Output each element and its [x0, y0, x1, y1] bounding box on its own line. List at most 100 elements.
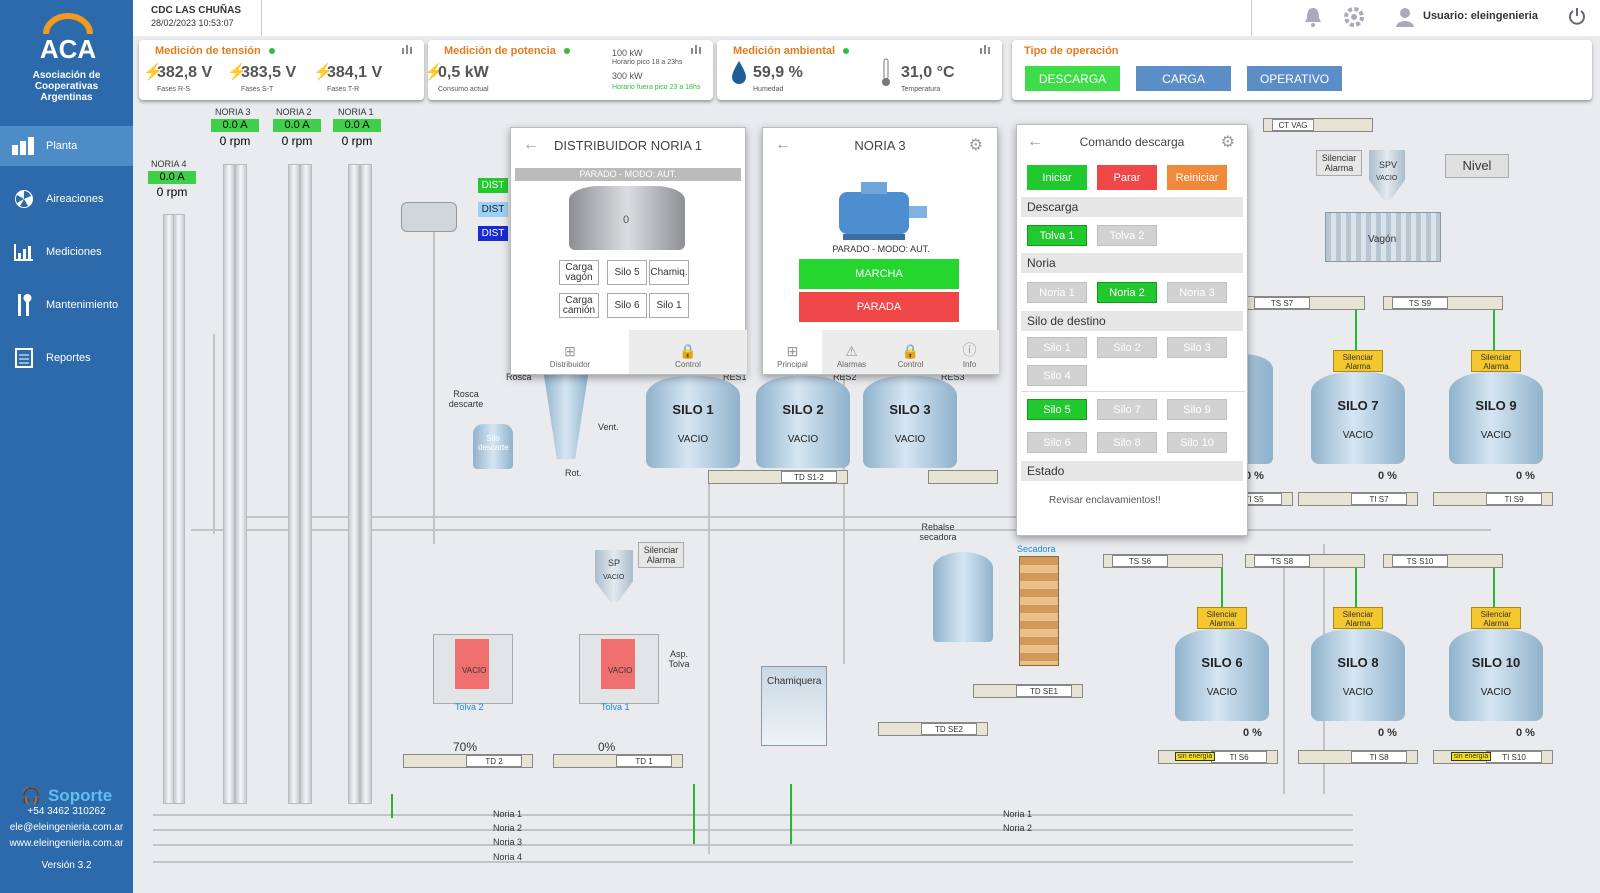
noria1-pipe [348, 164, 360, 804]
silenciar-alarma-sp[interactable]: Silenciar Alarma [638, 542, 684, 568]
nav-aireaciones[interactable]: Aireaciones [0, 179, 133, 219]
rebalse-silo [933, 552, 993, 642]
section-descarga: Descarga [1021, 197, 1243, 217]
support-web[interactable]: www.eleingenieria.com.ar [9, 838, 124, 849]
bell-icon[interactable] [1303, 6, 1323, 28]
gear-icon[interactable]: ⚙ [968, 137, 983, 154]
operativo-button[interactable]: OPERATIVO [1247, 66, 1342, 91]
support-email[interactable]: ele@eleingenieria.com.ar [9, 822, 124, 833]
dist-tag[interactable]: DIST [478, 226, 508, 241]
opt-tolva-2[interactable]: Tolva 2 [1097, 225, 1157, 246]
silenciar-alarma-s9[interactable]: Silenciar Alarma [1471, 350, 1521, 372]
tab-control[interactable]: 🔒Control [881, 330, 940, 374]
opt-silo-8[interactable]: Silo 8 [1097, 432, 1157, 453]
temperature-value: 31,0 °C [901, 64, 955, 81]
chart-small-icon[interactable] [690, 44, 702, 54]
reiniciar-button[interactable]: Reiniciar [1167, 165, 1227, 190]
opt-silo-6[interactable]: Silo 6 [607, 293, 647, 318]
parar-button[interactable]: Parar [1097, 165, 1157, 190]
bolt-icon: ⚡ [313, 64, 333, 81]
tension-tr: 384,1 V [327, 64, 383, 81]
chart-icon [12, 241, 36, 263]
back-arrow-icon[interactable]: ← [775, 136, 791, 153]
nav-reportes[interactable]: Reportes [0, 338, 133, 378]
ambiental-card: Medición ambiental 59,9 % Humedad 31,0 °… [717, 40, 1002, 100]
opt-carga-camion[interactable]: Carga camión [559, 293, 599, 318]
opt-silo-1[interactable]: Silo 1 [649, 293, 689, 318]
comando-header: ←Comando descarga⚙ [1017, 125, 1247, 159]
noria3-state: PARADO - MODO: AUT. [832, 244, 930, 254]
tab-distribuidor[interactable]: ⊞Distribuidor [549, 343, 591, 369]
back-arrow-icon[interactable]: ← [1027, 133, 1043, 150]
tension-card: Medición de tensión ⚡ 382,8 V Fases R-S … [139, 40, 424, 100]
nav-mediciones[interactable]: Mediciones [0, 232, 133, 272]
opt-silo-3[interactable]: Silo 3 [1167, 337, 1227, 358]
tab-alarmas[interactable]: ⚠Alarmas [822, 330, 881, 374]
carga-button[interactable]: CARGA [1136, 66, 1231, 91]
opt-silo-5[interactable]: Silo 5 [1027, 399, 1087, 420]
opt-carga-vagon[interactable]: Carga vagón [559, 260, 599, 285]
conveyor-ts-s7: TS S7 [1245, 296, 1365, 310]
distribuidor-header: ←DISTRIBUIDOR NORIA 1 [511, 128, 745, 162]
opt-silo-4[interactable]: Silo 4 [1027, 365, 1087, 386]
chart-small-icon[interactable] [979, 44, 991, 54]
headset-icon: 🎧 [20, 786, 42, 805]
gear-icon[interactable]: ⚙ [1220, 134, 1235, 151]
silenciar-alarma-s7[interactable]: Silenciar Alarma [1333, 350, 1383, 372]
nav-mantenimiento[interactable]: Mantenimiento [0, 285, 133, 325]
gear-icon[interactable] [1343, 6, 1365, 28]
opt-tolva-1[interactable]: Tolva 1 [1027, 225, 1087, 246]
opt-chamiq[interactable]: Chamiq. [649, 260, 689, 285]
opt-silo-7[interactable]: Silo 7 [1097, 399, 1157, 420]
descarga-button[interactable]: DESCARGA [1025, 66, 1120, 91]
dist-tag[interactable]: DIST [478, 202, 508, 217]
warning-icon: ⚠ [845, 343, 858, 359]
vagon [1325, 212, 1441, 262]
opt-silo-6[interactable]: Silo 6 [1027, 432, 1087, 453]
silenciar-alarma-s10[interactable]: Silenciar Alarma [1471, 607, 1521, 629]
lock-icon: 🔒 [679, 343, 697, 359]
section-silo-destino: Silo de destino [1021, 311, 1243, 331]
opt-silo-5[interactable]: Silo 5 [607, 260, 647, 285]
distributor-graphic [569, 186, 685, 250]
opt-noria-3[interactable]: Noria 3 [1167, 282, 1227, 303]
opt-noria-2[interactable]: Noria 2 [1097, 282, 1157, 303]
power-icon[interactable] [1567, 6, 1587, 28]
support-phone: +54 3462 310262 [27, 806, 106, 817]
opt-noria-1[interactable]: Noria 1 [1027, 282, 1087, 303]
noria3-header: ←NORIA 3⚙ [763, 128, 997, 162]
conveyor-td-s12: TD S1-2 [708, 470, 848, 484]
opt-silo-2[interactable]: Silo 2 [1097, 337, 1157, 358]
ambiental-title: Medición ambiental [733, 45, 836, 57]
noria1-rpm: 0 rpm [341, 134, 373, 148]
nav-planta[interactable]: Planta [0, 126, 133, 166]
back-arrow-icon[interactable]: ← [523, 136, 539, 153]
iniciar-button[interactable]: Iniciar [1027, 165, 1087, 190]
opt-silo-1[interactable]: Silo 1 [1027, 337, 1087, 358]
chart-small-icon[interactable] [401, 44, 413, 54]
topbar: CDC LAS CHUÑAS 28/02/2023 10:53:07 Usuar… [133, 0, 1600, 36]
tab-control[interactable]: 🔒Control [629, 330, 747, 374]
opt-silo-9[interactable]: Silo 9 [1167, 399, 1227, 420]
logo-text: ACA [40, 34, 97, 64]
fan-icon [12, 188, 36, 210]
tab-principal[interactable]: ⊞Principal [777, 343, 808, 369]
distribuidor-modal: ←DISTRIBUIDOR NORIA 1 PARADO - MODO: AUT… [510, 127, 747, 375]
silenciar-alarma-button[interactable]: Silenciar Alarma [1316, 150, 1362, 176]
nivel-button[interactable]: Nivel [1445, 154, 1509, 178]
silenciar-alarma-s8[interactable]: Silenciar Alarma [1333, 607, 1383, 629]
dist-tag[interactable]: DIST [478, 178, 508, 193]
parada-button[interactable]: PARADA [799, 292, 959, 322]
silenciar-alarma-s6[interactable]: Silenciar Alarma [1197, 607, 1247, 629]
conveyor-td-se1: TD SE1 [973, 684, 1083, 698]
conveyor-ti-s9: TI S9 [1433, 492, 1553, 506]
opt-silo-10[interactable]: Silo 10 [1167, 432, 1227, 453]
operacion-title: Tipo de operación [1024, 45, 1119, 57]
marcha-button[interactable]: MARCHA [799, 259, 959, 289]
